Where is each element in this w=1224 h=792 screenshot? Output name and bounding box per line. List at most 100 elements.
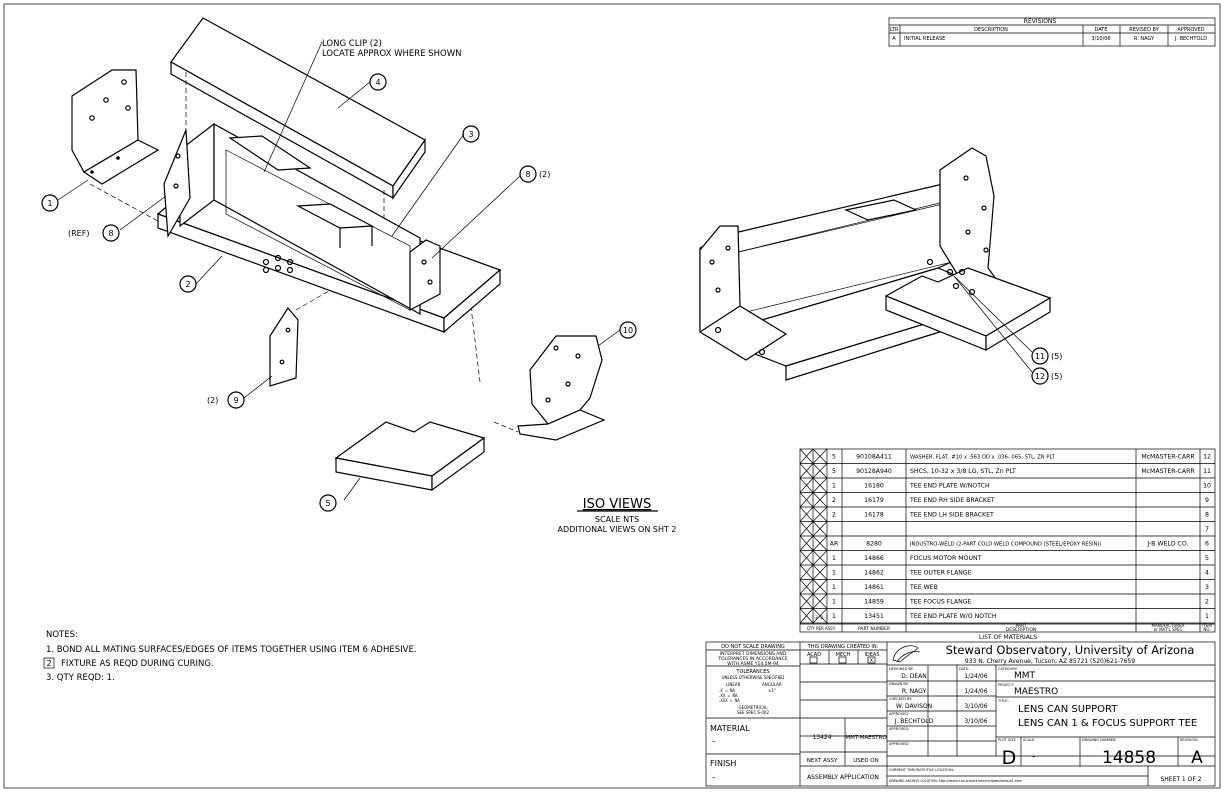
balloon-item-12: 12(5): [1031, 367, 1062, 385]
bom-cell-part: 16179: [864, 497, 884, 504]
tolerances-title: TOLERANCES: [735, 669, 769, 675]
approved-label-3: APPROVED:: [889, 742, 909, 746]
revision-label: REVISION:: [1180, 738, 1198, 742]
svg-text:8: 8: [108, 229, 113, 238]
svg-text:12: 12: [1035, 372, 1045, 381]
bom-cell-desc: TEE END PLATE W/O NOTCH: [909, 613, 997, 620]
balloon-item-11: 11 (5): [1031, 347, 1062, 365]
balloon-item-4: 4: [369, 73, 387, 91]
bom-cell-desc: FOCUS MOTOR MOUNT: [910, 555, 982, 562]
bom-cell-item: 5: [1205, 555, 1209, 562]
bom-cell-item: 10: [1203, 483, 1211, 490]
do-not-scale: DO NOT SCALE DRAWING: [721, 644, 785, 650]
mech-label: MECH: [836, 652, 851, 658]
bom-cell-qty: 1: [832, 483, 836, 490]
bom-header-mfr1: MANUFACTURER: [1152, 623, 1185, 628]
created-in-label: THIS DRAWING CREATED IN:: [807, 644, 879, 650]
bom-header-dash: -3 -2 -1: [814, 615, 829, 620]
checked-date: 3/10/06: [964, 703, 987, 710]
bom-header-mfr2: or MAT'L SPEC: [1154, 627, 1183, 632]
balloon-item-10: 10: [619, 321, 637, 339]
university-logo-icon: [892, 645, 919, 663]
svg-text:(2): (2): [539, 170, 550, 179]
bom-cell-qty: 1: [832, 613, 836, 620]
title-label: TITLE:: [997, 699, 1009, 703]
svg-text:10: 10: [623, 326, 633, 335]
bom-cell-desc: SHCS, 10-32 x 3/8 LG, STL, Zn PLT: [910, 468, 1016, 475]
iso-views-title: ISO VIEWS: [583, 497, 652, 512]
long-clip-callout-note: LOCATE APPROX WHERE SHOWN: [322, 49, 462, 59]
balloon-item-8-ref: (REF)8: [68, 224, 120, 242]
bom-cell-mfr: J-B WELD CO.: [1147, 541, 1189, 548]
part-focus-motor-mount: [334, 421, 486, 492]
next-assy-label: NEXT ASSY: [807, 758, 838, 764]
rev-row-approved: J. BECHTOLD: [1174, 36, 1207, 42]
geometrical-label: GEOMETRICAL: [739, 705, 769, 710]
bom-header-part: PART NUMBER: [858, 626, 890, 632]
checked-by-label: CHECKED BY:: [889, 697, 912, 701]
rev-header-description: DESCRIPTION: [974, 27, 1008, 33]
iso-views-scale: SCALE NTS: [595, 515, 639, 524]
project-label: PROJECT:: [998, 683, 1014, 687]
notes-block: NOTES: 1. BOND ALL MATING SURFACES/EDGES…: [43, 630, 417, 683]
bom-cell-part: 14861: [864, 584, 884, 591]
bom-cell-desc: WASHER, FLAT, #10 x .563 OD x .036-.065,…: [910, 455, 1056, 461]
interpret-line3: WITH ASME Y14.5M-94: [727, 661, 779, 667]
tolerances-sub: UNLESS OTHERWISE SPECIFIED: [722, 675, 785, 680]
acad-label: ACAD: [807, 652, 821, 658]
note-1: 1. BOND ALL MATING SURFACES/EDGES OF ITE…: [46, 645, 417, 655]
bom-cell-item: 3: [1205, 584, 1209, 591]
bom-cell-item: 4: [1205, 570, 1209, 577]
title-block: DO NOT SCALE DRAWING INTERPRET DIMENSION…: [705, 641, 1216, 787]
bom-cell-item: 8: [1205, 512, 1209, 519]
bom-cell-desc: TEE END PLATE W/NOTCH: [909, 483, 990, 490]
category-label: CATEGORY:: [998, 667, 1018, 671]
balloon-item-9: (2)9: [207, 391, 245, 409]
bom-cell-part: 14866: [864, 555, 884, 562]
ideas-check-mark: X: [870, 658, 874, 664]
mech-checkbox: [838, 656, 847, 664]
designed-by: D. DEAN: [901, 673, 926, 680]
bom-cell-item: 1: [1205, 613, 1209, 620]
bom-row: 7: [1205, 526, 1209, 533]
bom-cell-qty: 1: [832, 570, 836, 577]
bom-cell-item: 6: [1205, 541, 1209, 548]
revisions-block: REVISIONS LTR DESCRIPTION DATE REVISED B…: [888, 17, 1216, 47]
bom-cell-desc: TEE WEB: [909, 584, 938, 591]
interpret-line2: TOLERANCES IN ACCORDANCE: [717, 656, 787, 662]
svg-text:11: 11: [1035, 352, 1045, 361]
bom-cell-item: 12: [1203, 454, 1211, 461]
rev-header-ltr: LTR: [890, 27, 899, 33]
svg-text:3: 3: [468, 130, 473, 139]
bom-cell-part: 16178: [864, 512, 884, 519]
svg-text:1: 1: [47, 199, 52, 208]
bom-cell-mfr: McMASTER-CARR: [1141, 454, 1195, 461]
approved-date: 3/10/06: [964, 718, 987, 725]
balloon-item-8-qty: 8(2): [519, 165, 550, 183]
bom-cell-part: 14862: [864, 570, 884, 577]
svg-text:(5): (5): [1051, 352, 1062, 361]
next-assy-name: MMT-MAESTRO: [845, 735, 887, 741]
tol-angle: ±1°: [768, 688, 776, 693]
bom-header-item1: ITEM: [1202, 623, 1212, 628]
part-tee-outer-flange: [170, 17, 426, 200]
balloon-item-1: 1: [41, 194, 59, 212]
used-on-label: USED ON: [853, 758, 878, 764]
rev-header-approved: APPROVED: [1177, 27, 1204, 33]
drawn-by: R. NAGY: [902, 688, 927, 695]
designed-by-label: DESIGNED BY:: [889, 667, 914, 671]
bom-cell-part: 90128A940: [856, 468, 892, 475]
svg-text:5: 5: [325, 499, 330, 508]
material-value: –: [712, 737, 716, 745]
bom-cell-item: 2: [1205, 599, 1209, 606]
bom-cell-part: 13451: [864, 613, 884, 620]
bom-cell-qty: AR: [830, 541, 839, 548]
tol-xx: .XX = NA: [718, 693, 738, 698]
designed-date-label: DATE:: [959, 667, 969, 671]
